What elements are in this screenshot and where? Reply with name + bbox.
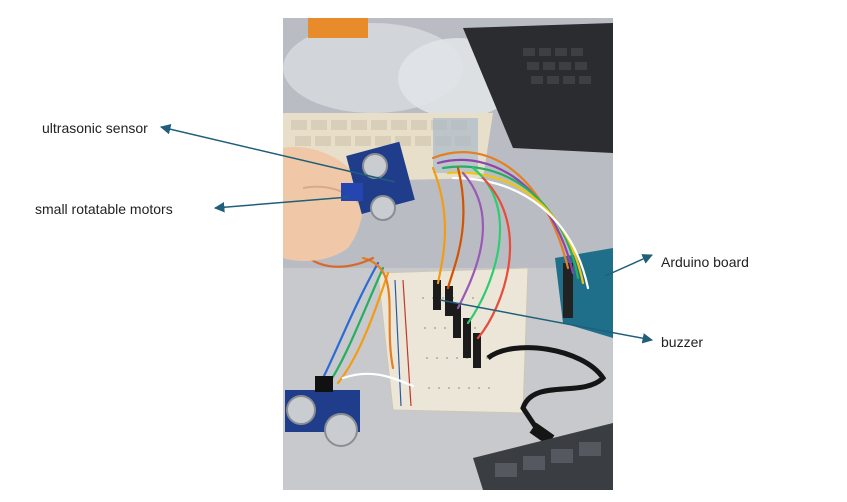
- breadboard-rail: [394, 279, 402, 407]
- label-buzzer: buzzer: [661, 334, 704, 350]
- circuit-photo-illustration: [283, 18, 613, 490]
- orange-box: [308, 18, 368, 38]
- arduino-header: [563, 263, 573, 318]
- sensor-transducer: [362, 153, 388, 179]
- servo-motor: [341, 183, 363, 201]
- label-ultrasonic-sensor: ultrasonic sensor: [42, 120, 148, 136]
- sensor-transducer: [324, 413, 358, 447]
- sensor-transducer: [286, 395, 316, 425]
- label-small-rotatable-motors: small rotatable motors: [35, 201, 173, 217]
- circuit-photo: [283, 18, 613, 490]
- label-arduino-board: Arduino board: [661, 254, 749, 270]
- sensor-transducer: [370, 195, 396, 221]
- blue-keys: [433, 118, 478, 173]
- usb-cable: [486, 345, 607, 440]
- sensor-pin-header: [315, 376, 333, 392]
